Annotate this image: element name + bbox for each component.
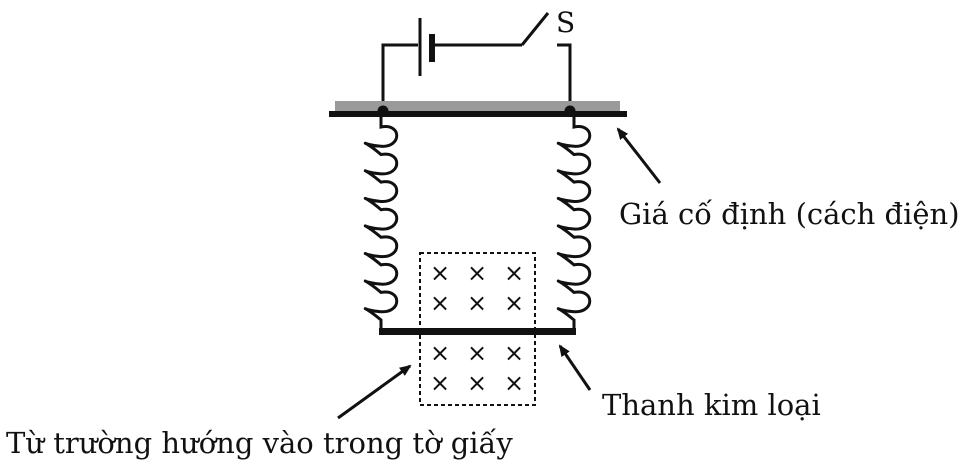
field-arrow [337, 364, 412, 420]
rod-label: Thanh kim loại [602, 388, 821, 422]
right-terminal [564, 105, 576, 117]
support-bar [329, 111, 627, 117]
support-top-layer [335, 101, 620, 113]
field-cross-icon: × [467, 259, 487, 287]
support-arrow [616, 127, 662, 184]
leader-arrows [337, 127, 662, 420]
metal-rod [379, 328, 576, 335]
right-wire [557, 43, 572, 110]
left-wire [381, 43, 418, 110]
field-label: Từ trường hướng vào trong tờ giấy [6, 426, 513, 460]
field-cross-icon: × [504, 339, 524, 367]
circuit [381, 12, 572, 110]
field-cross-icon: × [504, 369, 524, 397]
field-cross-icon: × [430, 339, 450, 367]
field-cross-icon: × [430, 369, 450, 397]
field-cross-icon: × [504, 289, 524, 317]
switch-label: S [556, 6, 575, 39]
right-spring [556, 113, 592, 332]
field-cross-icon: × [467, 289, 487, 317]
field-marks: ×××××××××××× [430, 259, 524, 397]
field-cross-icon: × [504, 259, 524, 287]
support-label: Giá cố định (cách điện) [619, 197, 960, 231]
field-cross-icon: × [467, 369, 487, 397]
switch-blade [520, 12, 550, 46]
rod-arrow [558, 344, 592, 391]
field-cross-icon: × [467, 339, 487, 367]
left-spring [363, 113, 399, 334]
field-cross-icon: × [430, 259, 450, 287]
left-terminal [377, 105, 389, 117]
field-cross-icon: × [430, 289, 450, 317]
